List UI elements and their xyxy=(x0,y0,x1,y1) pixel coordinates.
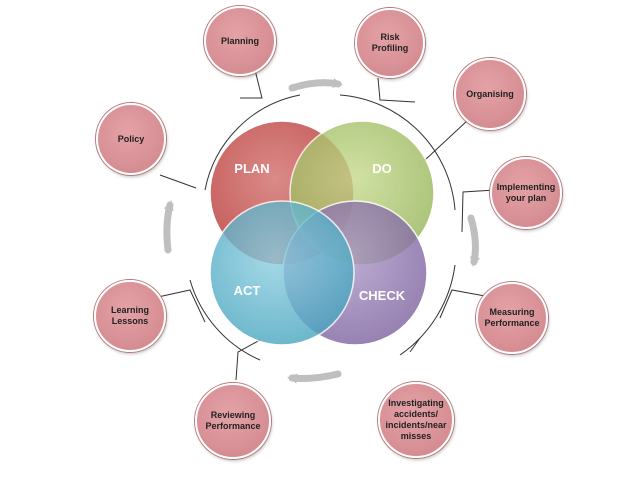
node-policy: Policy xyxy=(96,103,166,175)
connector-reviewing xyxy=(235,339,261,381)
connector-risk xyxy=(377,77,416,103)
connector-lines xyxy=(157,69,496,381)
node-reviewing-label: Reviewing Performance xyxy=(205,410,261,431)
arrow-right-top xyxy=(288,78,343,92)
node-risk-profiling: Risk Profiling xyxy=(355,8,425,78)
connector-planning xyxy=(240,69,263,99)
outer-arc-bottom-left xyxy=(189,279,261,361)
do-label: DO xyxy=(372,161,392,176)
node-implementing: Implementing your plan xyxy=(490,157,562,229)
connector-measuring xyxy=(439,289,486,319)
node-policy-label: Policy xyxy=(117,133,145,144)
node-implementing-label: Implementing your plan xyxy=(496,182,556,203)
act-label: ACT xyxy=(234,283,261,298)
node-reviewing: Reviewing Performance xyxy=(195,383,271,459)
node-planning-label: Planning xyxy=(221,35,259,46)
outer-arc-top-right xyxy=(339,94,456,211)
node-investigating: Investigating accidents/ incidents/near … xyxy=(378,382,454,458)
plan-label: PLAN xyxy=(234,161,269,176)
node-planning: Planning xyxy=(204,6,276,76)
connector-implementing xyxy=(461,189,496,233)
connector-learning xyxy=(157,289,206,323)
node-organising: Organising xyxy=(454,58,526,130)
node-learning-label: Learning Lessons xyxy=(110,305,149,326)
arrow-up-left xyxy=(163,200,174,254)
check-label: CHECK xyxy=(359,288,406,303)
node-risk-profiling-label: Risk Profiling xyxy=(371,32,409,53)
node-organising-label: Organising xyxy=(466,88,514,99)
pdca-circles xyxy=(209,120,435,346)
connector-policy xyxy=(159,174,197,189)
node-investigating-label: Investigating accidents/ incidents/near … xyxy=(385,398,447,441)
arrow-down-right xyxy=(467,214,480,267)
node-measuring: Measuring Performance xyxy=(476,282,548,354)
node-learning: Learning Lessons xyxy=(94,280,166,352)
node-measuring-label: Measuring Performance xyxy=(484,307,540,328)
outer-arc-bottom-right xyxy=(399,264,456,356)
act-circle xyxy=(209,200,355,346)
connector-organising xyxy=(424,119,469,161)
flow-arrows xyxy=(163,78,480,384)
arrow-left-bottom xyxy=(287,370,342,384)
outer-arc-top-left xyxy=(204,94,301,191)
